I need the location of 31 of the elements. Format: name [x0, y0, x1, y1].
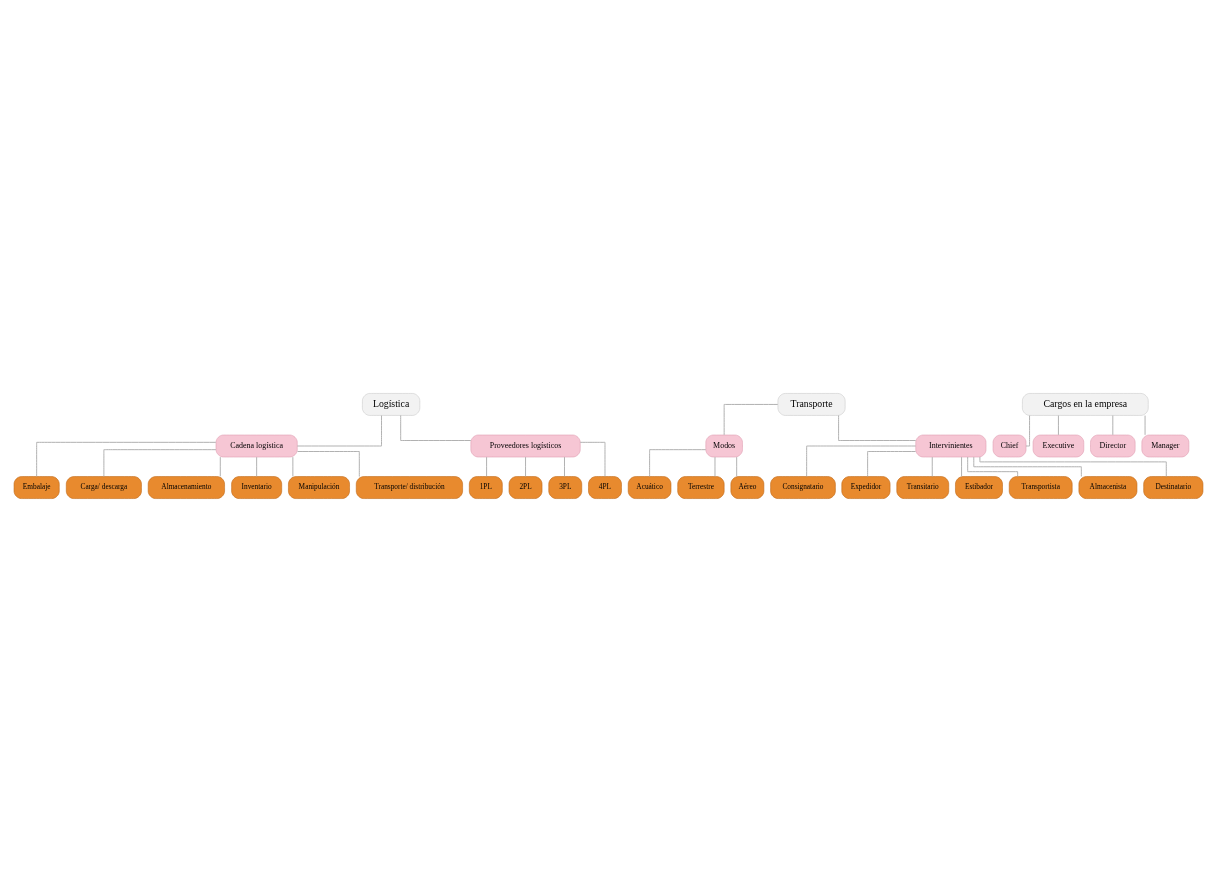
connector [979, 456, 1167, 477]
connector [961, 456, 963, 477]
connector [525, 456, 526, 477]
connector [931, 456, 933, 477]
node-box: Logística [362, 393, 421, 416]
connector [36, 441, 217, 477]
connector [292, 456, 294, 477]
connector [714, 456, 716, 477]
connector [649, 449, 707, 477]
connector [297, 451, 360, 477]
node-box: Transporte [777, 393, 846, 416]
connector [973, 456, 1082, 477]
connector [736, 456, 738, 477]
connector [103, 449, 217, 477]
connector [967, 456, 1019, 477]
connector [564, 456, 565, 477]
node-box: Cargos en la empresa [1022, 393, 1149, 416]
connector [400, 415, 472, 441]
connector [838, 415, 917, 441]
connector [256, 456, 258, 477]
connector [723, 404, 779, 436]
connector [867, 451, 917, 477]
connector [1112, 415, 1114, 436]
connector [219, 456, 221, 477]
connector [1025, 415, 1030, 447]
connector [579, 441, 606, 477]
connector [296, 415, 382, 447]
connector [1057, 415, 1059, 436]
connector [1144, 415, 1146, 436]
connector [486, 456, 488, 477]
connector [806, 445, 917, 477]
